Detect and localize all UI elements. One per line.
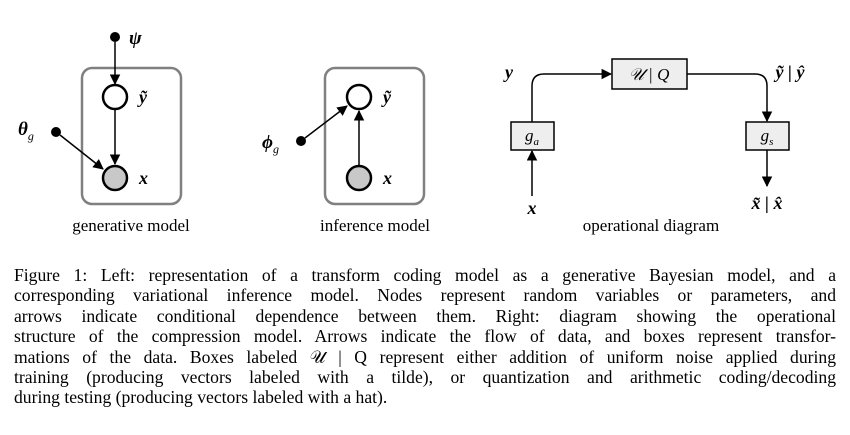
- caption-line: arrows indicate conditional dependence b…: [14, 305, 836, 326]
- phi-label: ϕg: [262, 132, 279, 156]
- uq-to-gs-arrow: [687, 73, 773, 123]
- box-uniform-quantize-label: 𝒰 | Q: [629, 65, 670, 84]
- generative-plate: [80, 66, 183, 206]
- caption-line: mations of the data. Boxes labeled 𝒰 | Q…: [14, 346, 836, 367]
- ga-to-uq-arrow: [531, 68, 613, 122]
- theta-param-node: [51, 127, 61, 137]
- input-y-label: y: [503, 62, 514, 82]
- x-observed-node: [101, 164, 129, 192]
- generative-model: ψ ỹ x θg generative model: [18, 28, 190, 235]
- inference-model: ỹ x ϕg inference model: [262, 66, 430, 235]
- caption-line: during testing (producing vectors labele…: [14, 387, 388, 408]
- caption-line: structure of the compression model. Arro…: [14, 326, 836, 347]
- generative-model-label: generative model: [72, 216, 190, 235]
- caption-line: Figure 1: Left: representation of a tran…: [14, 265, 836, 285]
- output-y-label: ỹ | ŷ: [774, 62, 806, 82]
- inf-x-observed-node: [345, 164, 373, 192]
- phi-to-y-arrow: [304, 105, 348, 139]
- theta-label: θg: [18, 119, 34, 143]
- psi-label: ψ: [129, 28, 142, 49]
- caption-line: corresponding variational inference mode…: [14, 285, 836, 306]
- box-g-a: [510, 121, 555, 151]
- inf-y-tilde-label: ỹ: [381, 87, 392, 107]
- caption-line: training (producing vectors labeled with…: [14, 367, 836, 388]
- x-label: x: [138, 168, 148, 188]
- inf-x-label: x: [382, 168, 392, 188]
- figure-caption: Figure 1: Left: representation of a tran…: [14, 265, 836, 408]
- figure-diagram: ψ ỹ x θg generative model ỹ x ϕg inferen…: [18, 28, 806, 235]
- inference-plate: [323, 66, 426, 206]
- operational-diagram: ga 𝒰 | Q gs x y ỹ | ŷ x̃ | x̂ operationa…: [503, 58, 806, 235]
- output-x-label: x̃ | x̂: [751, 193, 783, 213]
- y-tilde-label: ỹ: [137, 87, 148, 107]
- inf-y-tilde-node: [345, 83, 373, 111]
- phi-param-node: [296, 136, 306, 146]
- box-g-s-label: gs: [761, 126, 774, 148]
- operational-diagram-label: operational diagram: [583, 216, 719, 235]
- y-tilde-node: [101, 83, 129, 111]
- box-g-a-label: ga: [525, 126, 540, 148]
- psi-param-node: [110, 32, 120, 42]
- inference-model-label: inference model: [320, 216, 430, 235]
- input-x-label: x: [527, 198, 537, 218]
- theta-to-x-arrow: [59, 134, 104, 170]
